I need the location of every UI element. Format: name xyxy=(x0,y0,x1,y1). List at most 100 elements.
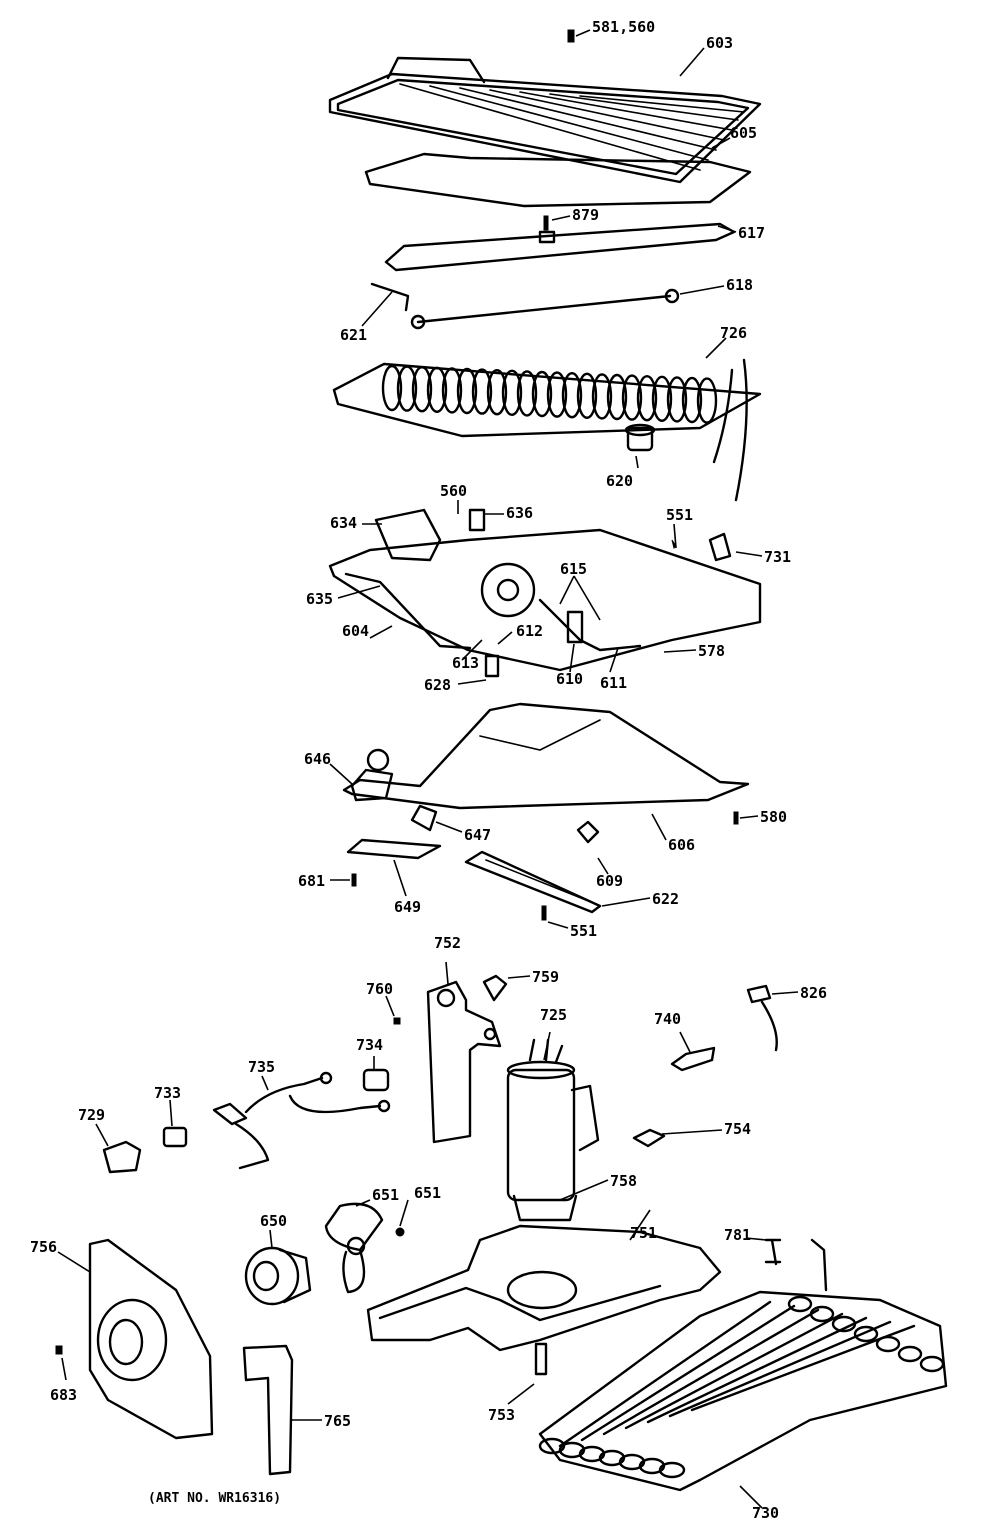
part-781 xyxy=(764,1238,782,1266)
evaporator-coil-loop xyxy=(381,364,403,412)
label-734: 734 xyxy=(356,1036,383,1054)
label-760: 760 xyxy=(366,980,393,998)
label-634: 634 xyxy=(330,514,357,532)
part-650-motor xyxy=(244,1246,312,1306)
evaporator-coil-loop xyxy=(621,374,643,421)
part-759 xyxy=(482,974,508,1002)
part-646 xyxy=(350,748,394,802)
label-781: 781 xyxy=(724,1226,751,1244)
part-605-plate xyxy=(364,152,752,208)
condenser-tube xyxy=(646,1316,868,1424)
label-612: 612 xyxy=(516,622,543,640)
label-729: 729 xyxy=(78,1106,105,1124)
label-879: 879 xyxy=(572,206,599,224)
evaporator-coil-loop xyxy=(531,370,553,418)
label-651a: 651 xyxy=(372,1186,399,1204)
part-604-tray-assembly xyxy=(328,508,762,678)
label-647: 647 xyxy=(464,826,491,844)
label-580: 580 xyxy=(760,808,787,826)
label-581-560: 581,560 xyxy=(592,18,655,36)
label-618: 618 xyxy=(726,276,753,294)
part-760 xyxy=(393,1017,401,1025)
evaporator-coil-loop xyxy=(666,376,688,423)
label-605: 605 xyxy=(730,124,757,142)
condenser-loop xyxy=(853,1325,879,1343)
label-649: 649 xyxy=(394,898,421,916)
condenser-tube xyxy=(602,1308,820,1436)
label-759: 759 xyxy=(532,968,559,986)
label-756: 756 xyxy=(30,1238,57,1256)
part-730-condenser xyxy=(538,1238,948,1492)
condenser-tube xyxy=(668,1320,892,1418)
part-752-bracket xyxy=(426,980,502,1144)
part-725-compressor xyxy=(506,1038,600,1222)
part-735-wiring xyxy=(212,1071,391,1170)
evaporator-coil-loop xyxy=(591,373,613,420)
label-617: 617 xyxy=(738,224,765,242)
evaporator-coil-loop xyxy=(636,375,658,422)
part-609 xyxy=(576,820,600,844)
evaporator-coil-loop xyxy=(561,372,583,419)
label-615: 615 xyxy=(560,560,587,578)
part-617-bar xyxy=(384,215,736,272)
part-551b xyxy=(541,905,547,921)
label-551b: 551 xyxy=(570,922,597,940)
condenser-loop xyxy=(658,1461,686,1479)
label-628: 628 xyxy=(424,676,451,694)
part-734 xyxy=(362,1068,390,1092)
label-622: 622 xyxy=(652,890,679,908)
label-650: 650 xyxy=(260,1212,287,1230)
evaporator-coil-loop xyxy=(456,367,478,415)
part-649 xyxy=(346,838,442,860)
evaporator-coil-loop xyxy=(606,373,628,421)
label-826: 826 xyxy=(800,984,827,1002)
evaporator-coil-loop xyxy=(411,366,433,413)
part-733 xyxy=(162,1126,188,1148)
label-635: 635 xyxy=(306,590,333,608)
label-765: 765 xyxy=(324,1412,351,1430)
label-578: 578 xyxy=(698,642,725,660)
condenser-tube xyxy=(580,1304,796,1442)
label-683: 683 xyxy=(50,1386,77,1404)
part-683 xyxy=(55,1345,63,1355)
evaporator-coil-loop xyxy=(546,371,568,418)
label-733: 733 xyxy=(154,1084,181,1102)
part-756-shroud xyxy=(88,1238,214,1440)
evaporator-coil-loop xyxy=(681,376,703,424)
label-610: 610 xyxy=(556,670,583,688)
part-622 xyxy=(464,850,602,914)
label-725: 725 xyxy=(540,1006,567,1024)
evaporator-coil-loop xyxy=(501,369,523,416)
label-604: 604 xyxy=(342,622,369,640)
label-620: 620 xyxy=(606,472,633,490)
part-580 xyxy=(733,811,739,825)
label-646: 646 xyxy=(304,750,331,768)
part-751-base xyxy=(366,1224,722,1376)
part-740 xyxy=(670,1046,716,1072)
evaporator-coil-loop xyxy=(471,368,493,415)
label-613: 613 xyxy=(452,654,479,672)
part-651b-nut xyxy=(395,1227,405,1237)
label-730: 730 xyxy=(752,1504,779,1522)
condenser-tube xyxy=(690,1324,916,1412)
art-number-caption: (ART NO. WR16316) xyxy=(148,1491,281,1506)
evaporator-coil-loop xyxy=(576,372,598,419)
label-636: 636 xyxy=(506,504,533,522)
label-651b: 651 xyxy=(414,1184,441,1202)
label-560: 560 xyxy=(440,482,467,500)
condenser-tube xyxy=(624,1312,844,1430)
label-621: 621 xyxy=(340,326,367,344)
label-752: 752 xyxy=(434,934,461,952)
part-647 xyxy=(410,804,438,832)
condenser-loop xyxy=(919,1355,945,1373)
label-731: 731 xyxy=(764,548,791,566)
label-735: 735 xyxy=(248,1058,275,1076)
label-758: 758 xyxy=(610,1172,637,1190)
label-603: 603 xyxy=(706,34,733,52)
evaporator-coil-loop xyxy=(516,370,538,417)
part-681 xyxy=(351,873,357,887)
part-620 xyxy=(624,423,656,452)
condenser-loop xyxy=(787,1295,813,1313)
part-603-top-cover xyxy=(328,29,762,184)
part-754 xyxy=(632,1128,666,1148)
